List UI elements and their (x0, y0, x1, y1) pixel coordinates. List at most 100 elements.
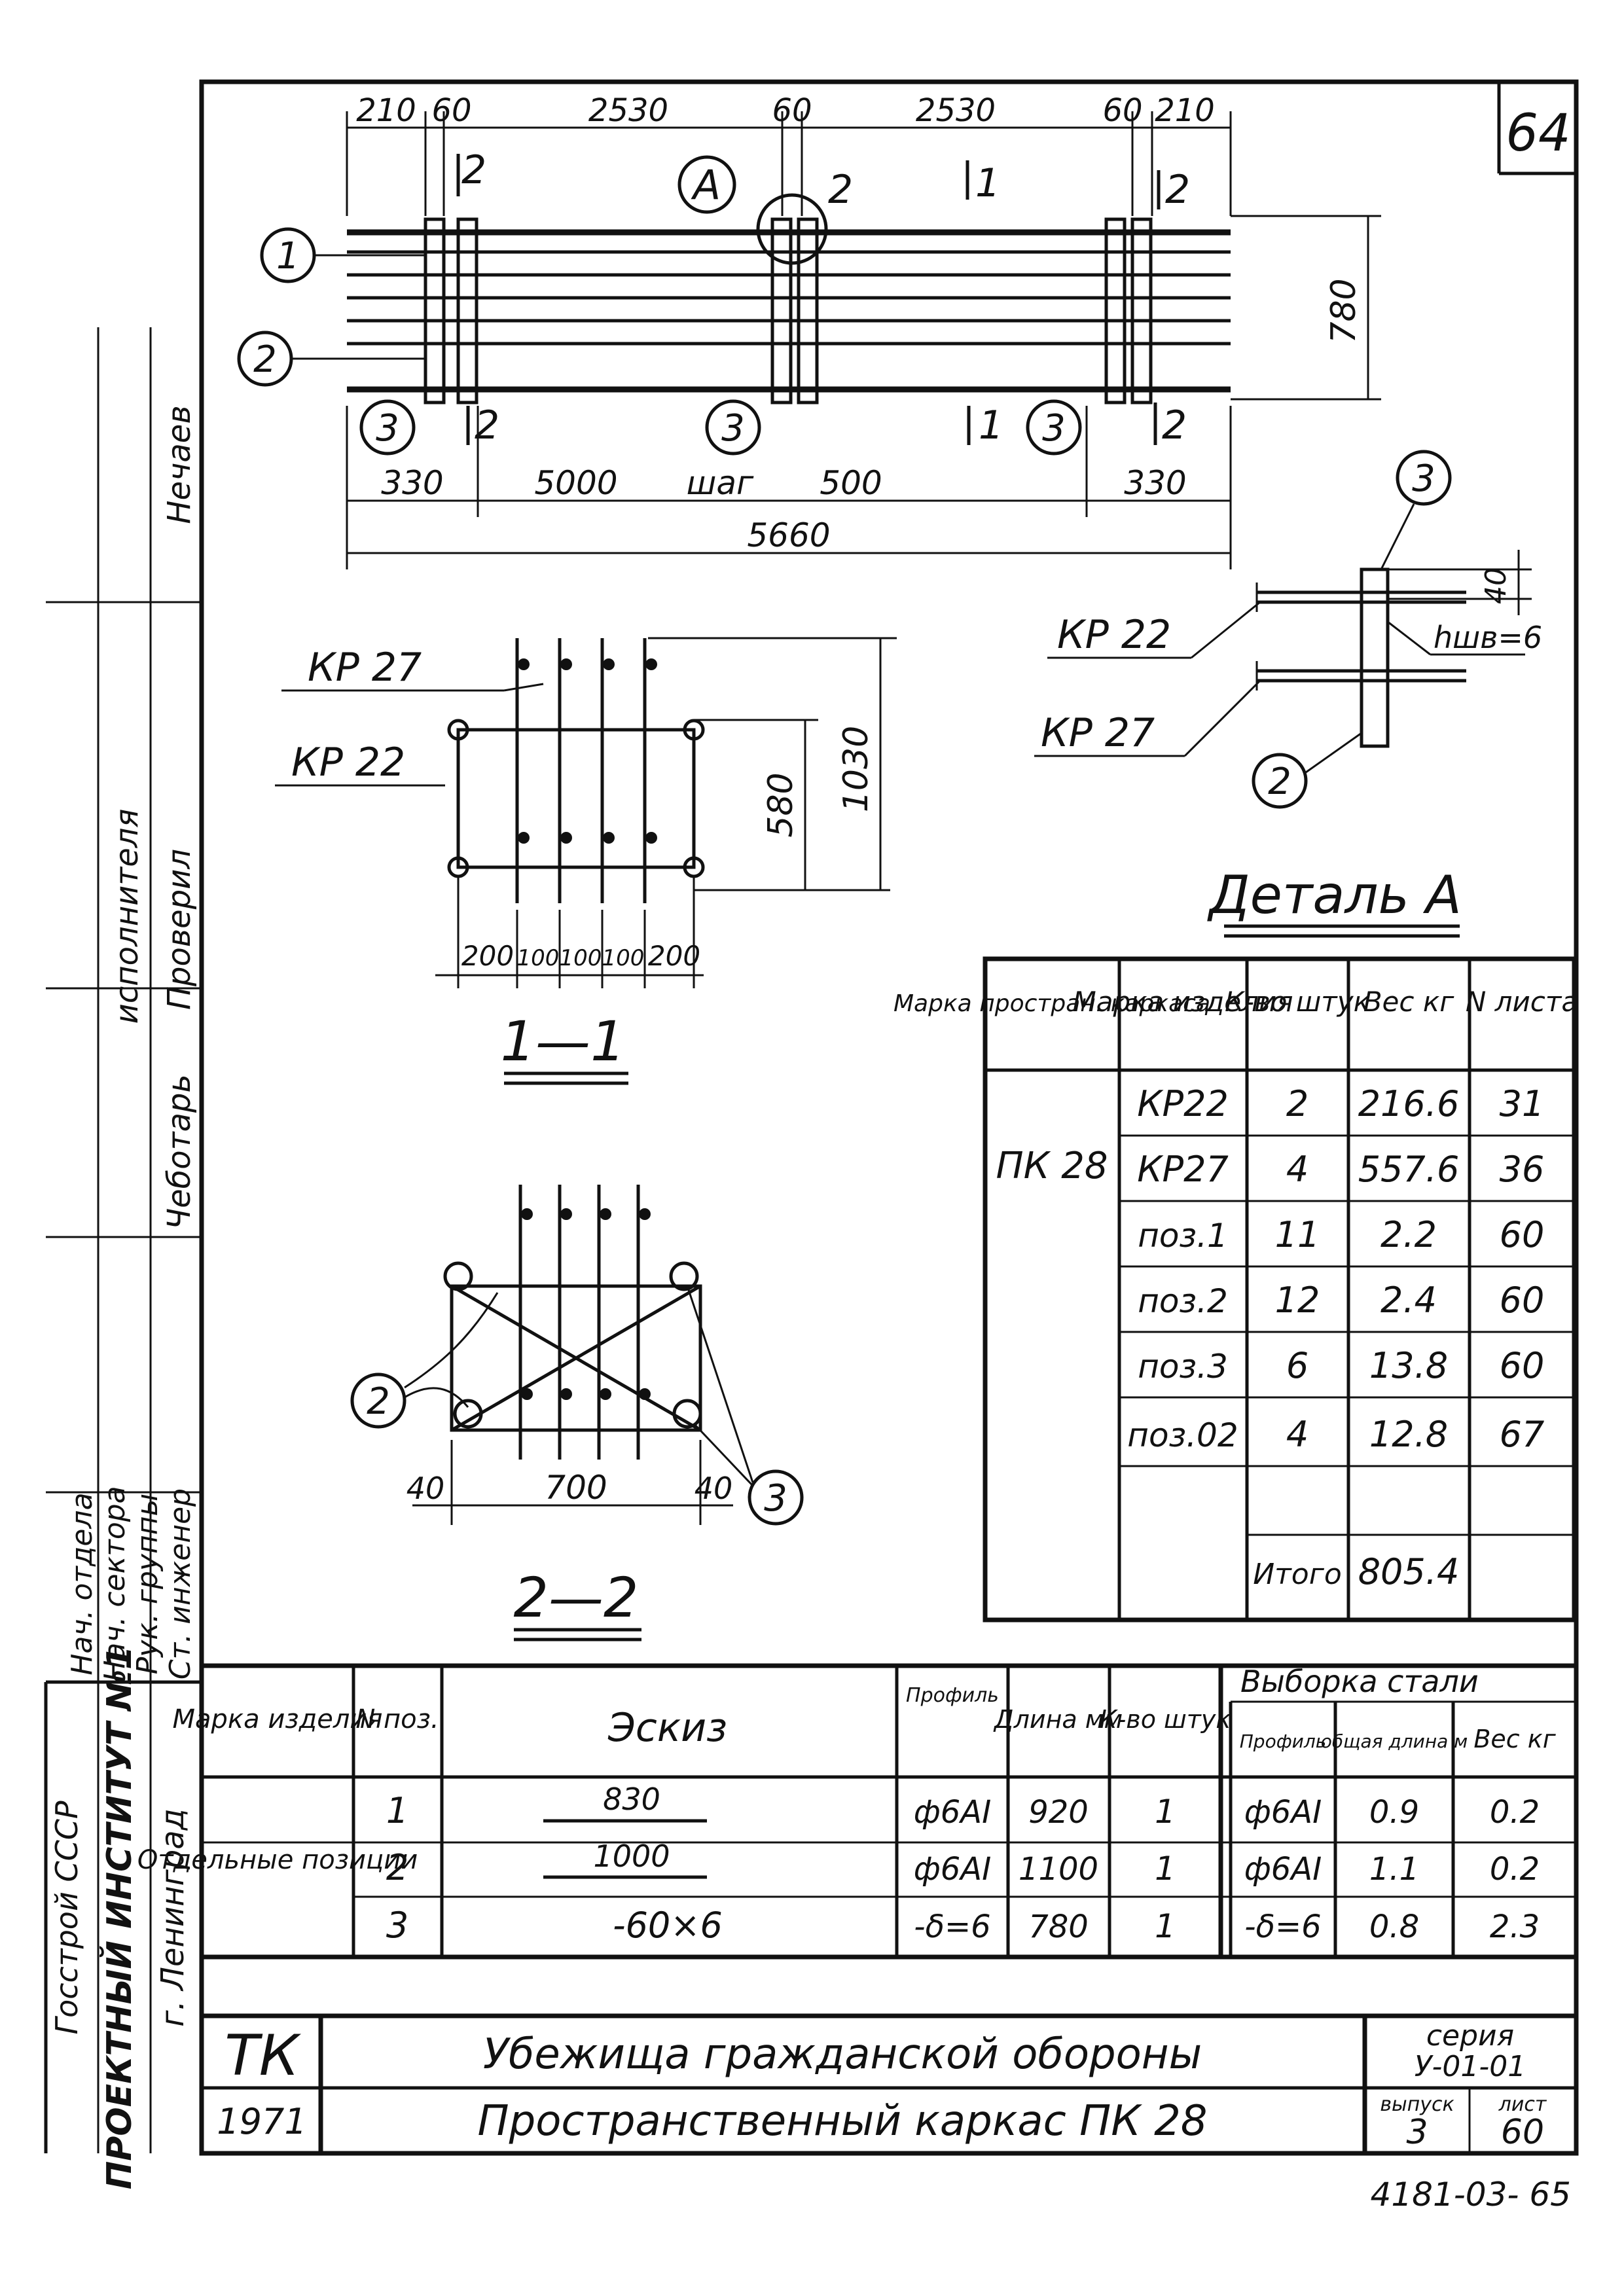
items-r1-profile: ф6АI (914, 1794, 992, 1831)
stamp-name-1: Нечаев (161, 405, 198, 524)
s22-dim-40b: 40 (695, 1471, 733, 1506)
s22-title: 2—2 (514, 1566, 639, 1630)
spec-r2-c3: 557.6 (1358, 1149, 1460, 1190)
spec-r3-c1: поз.1 (1138, 1217, 1228, 1255)
items-r2-count: 1 (1155, 1850, 1176, 1888)
s11-label-kr22: КР 22 (291, 740, 405, 785)
plan-dim-top-5: 2530 (916, 92, 996, 129)
items-r3-sel-profile: -δ=6 (1244, 1909, 1321, 1945)
plan-view: A 210 60 2530 60 2530 60 210 2 1 2 2 2 1… (237, 92, 1381, 569)
plan-pos-3b: 3 (721, 407, 745, 450)
s22-dim-700: 700 (545, 1469, 607, 1507)
spec-r4-c1: поз.2 (1138, 1282, 1228, 1320)
items-r2-pos: 2 (386, 1847, 408, 1888)
items-h-mark: Марка изделия (173, 1704, 383, 1734)
plan-section-3: 2 (828, 167, 853, 213)
plan-pos-1: 1 (276, 235, 300, 278)
tb-title-1: Убежища гражданской обороны (483, 2030, 1202, 2079)
s11-dim-b1: 200 (461, 940, 514, 972)
spec-r2-c1: КР27 (1137, 1149, 1229, 1190)
plan-dim-bottom-4: 500 (820, 464, 882, 502)
items-r2-sel-length: 1.1 (1369, 1851, 1419, 1888)
spec-r1-c3: 216.6 (1358, 1083, 1460, 1124)
spec-r2-c2: 4 (1286, 1149, 1308, 1190)
tb-year: 1971 (217, 2101, 306, 2142)
plan-pos-2: 2 (253, 338, 277, 381)
stamp-role-2: Рук. группы (131, 1494, 164, 1674)
stamp-name-3: исполнителя (109, 809, 145, 1024)
spec-header-3: К-во штук (1225, 986, 1371, 1018)
items-h-selection: Выборка стали (1240, 1664, 1479, 1699)
callout-a-bubble (677, 155, 736, 214)
s11-dim-580: 580 (761, 772, 801, 837)
plan-dim-bottom-1: 330 (381, 464, 443, 502)
section-2-2: 2 3 40 700 40 2—2 (350, 1185, 804, 1641)
items-h-sketch: Эскиз (607, 1705, 727, 1751)
stamp-org-3: г. Ленинград (154, 1808, 191, 2027)
stamp-org-2: ПРОЕКТНЫЙ ИНСТИТУТ №1 (99, 1646, 139, 2189)
s11-label-kr27: КР 27 (308, 645, 422, 691)
tb-issue-label: выпуск (1380, 2093, 1454, 2116)
plan-dim-bottom-5: 330 (1124, 464, 1186, 502)
tb-sheet-label: лист (1498, 2093, 1547, 2116)
spec-r1-c4: 31 (1500, 1083, 1545, 1124)
detail-a: 3 2 КР 22 КР 27 40 hшв=6 Деталь А (1034, 450, 1542, 938)
tb-issue-value: 3 (1406, 2113, 1428, 2152)
plan-dim-top-7: 210 (1155, 92, 1215, 129)
stamp-role-1: Ст. инженер (164, 1488, 197, 1679)
plan-dim-top-1: 210 (356, 92, 416, 129)
items-h-sel-length: общая длина м (1321, 1731, 1468, 1752)
spec-r4-c3: 2.4 (1380, 1280, 1437, 1321)
spec-header-2: Марка изделия (1072, 986, 1293, 1018)
detail-dim-40: 40 (1479, 567, 1513, 604)
items-r1-length: 920 (1028, 1794, 1089, 1831)
spec-r2-c4: 36 (1500, 1149, 1545, 1190)
plan-section-4: 2 (1165, 167, 1190, 213)
spec-header-4: Вес кг (1363, 986, 1454, 1018)
spec-r5-c2: 6 (1286, 1345, 1308, 1386)
items-r3-length: 780 (1028, 1909, 1089, 1945)
spec-r3-c4: 60 (1500, 1214, 1545, 1255)
s11-dim-b2: 100 (517, 945, 560, 971)
spec-table: Марка простран. каркаса Марка изделия К-… (893, 956, 1578, 1623)
plan-section-2: 1 (975, 160, 1000, 206)
detail-pos-3: 3 (1412, 457, 1435, 500)
stamp-role-3: Нач. сектора (98, 1486, 132, 1681)
detail-label-kr22: КР 22 (1057, 612, 1171, 658)
spec-r6-c3: 12.8 (1369, 1414, 1448, 1455)
items-table: Марка изделия N поз. Эскиз Профиль Длина… (137, 1663, 1576, 1960)
items-r1-count: 1 (1155, 1793, 1176, 1831)
spec-r6-c4: 67 (1500, 1414, 1545, 1455)
s11-title: 1—1 (501, 1009, 626, 1073)
items-r2-profile: ф6АI (914, 1851, 992, 1888)
plan-dim-bottom-3: шаг (687, 464, 754, 502)
bottom-note: 4181-03- 65 (1371, 2176, 1571, 2214)
spec-frame-mark: ПК 28 (996, 1145, 1108, 1187)
items-r1-sel-length: 0.9 (1369, 1794, 1419, 1831)
items-r2-sel-profile: ф6АI (1244, 1851, 1322, 1888)
plan-dim-top-3: 2530 (588, 92, 668, 129)
spec-header-1: Марка простран. каркаса (893, 990, 1210, 1017)
items-h-pos: N поз. (355, 1704, 439, 1734)
s11-dim-b5: 200 (648, 940, 700, 972)
plan-section-7: 2 (1162, 403, 1187, 448)
section-1-1: КР 27 КР 22 580 1030 200 100 100 100 2 (275, 637, 897, 1085)
items-r3-sel-length: 0.8 (1369, 1909, 1419, 1945)
detail-title: Деталь А (1207, 865, 1462, 925)
items-group: Отдельные позиции (137, 1845, 418, 1875)
s11-dim-b3: 100 (560, 945, 602, 971)
tb-series-label: серия (1426, 2019, 1514, 2053)
spec-total-value: 805.4 (1358, 1551, 1460, 1592)
spec-total-label: Итого (1253, 1558, 1342, 1591)
items-h-length: Длина мм (993, 1705, 1123, 1734)
s11-dim-1030: 1030 (837, 726, 876, 812)
items-r2-length: 1100 (1019, 1851, 1098, 1888)
stamp-name-2: Проверил (161, 849, 198, 1010)
items-r3-profile: -δ=6 (914, 1909, 990, 1945)
detail-weld: hшв=6 (1434, 620, 1542, 655)
spec-r5-c4: 60 (1500, 1345, 1545, 1386)
side-stamp: Госстрой СССР ПРОЕКТНЫЙ ИНСТИТУТ №1 г. Л… (44, 327, 202, 2189)
plan-dim-top-4: 60 (772, 92, 812, 129)
tb-title-2: Пространственный каркас ПК 28 (477, 2097, 1207, 2145)
